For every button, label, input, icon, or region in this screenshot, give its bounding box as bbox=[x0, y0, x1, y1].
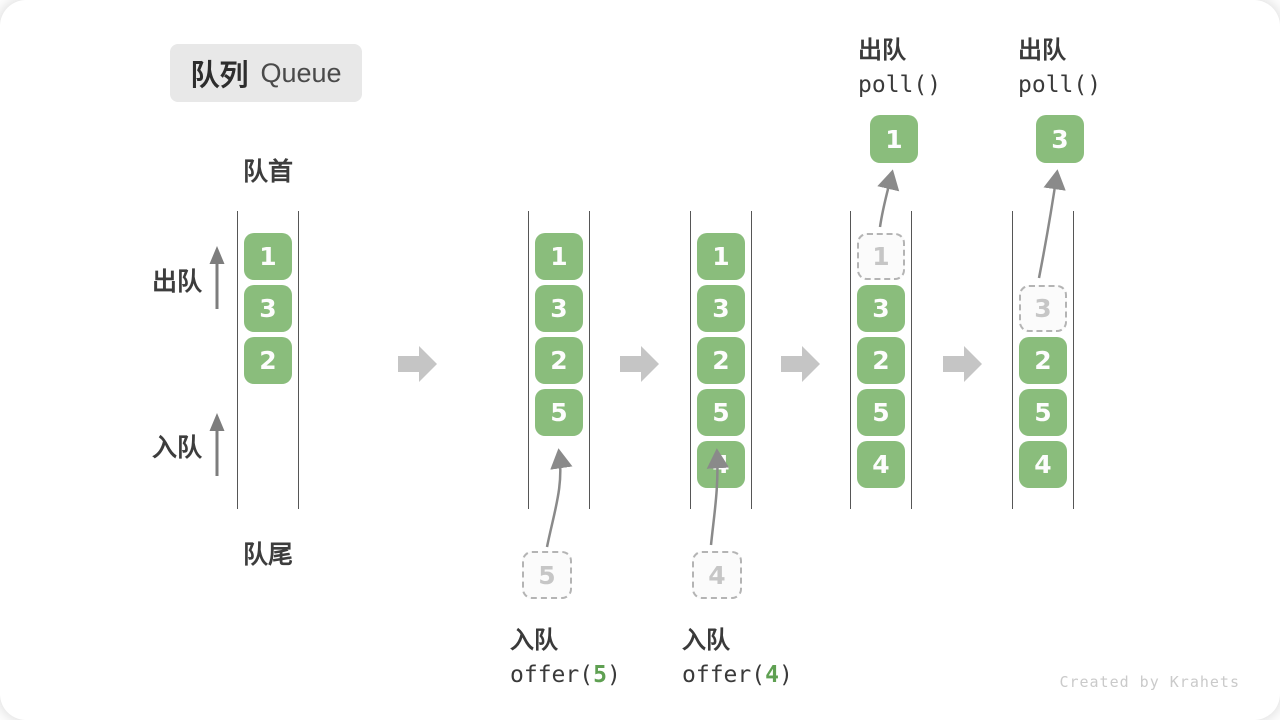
next-step-arrow-icon bbox=[620, 346, 659, 382]
next-step-arrow-icon bbox=[781, 346, 820, 382]
queue-item: 3 bbox=[857, 285, 905, 332]
operation-offer-label: 入队 offer(5) bbox=[510, 620, 621, 688]
enqueue-up-arrow-icon bbox=[209, 413, 225, 476]
queue-item: 3 bbox=[244, 285, 292, 332]
queue-state-5: 3 2 5 4 bbox=[1012, 211, 1074, 509]
label-enqueue-side: 入队 bbox=[152, 434, 203, 462]
incoming-item-ghost: 5 bbox=[522, 551, 572, 599]
queue-item: 2 bbox=[244, 337, 292, 384]
operation-name: 入队 bbox=[510, 627, 558, 654]
queue-item-removed: 3 bbox=[1019, 285, 1067, 332]
operation-code: offer(4) bbox=[682, 662, 793, 688]
queue-item: 1 bbox=[535, 233, 583, 280]
queue-item: 3 bbox=[535, 285, 583, 332]
operation-name: 入队 bbox=[682, 627, 730, 654]
queue-item: 5 bbox=[535, 389, 583, 436]
operation-code: poll() bbox=[858, 72, 942, 98]
operation-arg: 5 bbox=[593, 662, 607, 688]
credit-text: Created by Krahets bbox=[1059, 673, 1240, 691]
popped-item: 1 bbox=[870, 115, 918, 163]
queue-item: 4 bbox=[697, 441, 745, 488]
queue-item: 1 bbox=[244, 233, 292, 280]
queue-item: 4 bbox=[857, 441, 905, 488]
queue-state-3: 1 3 2 5 4 bbox=[690, 211, 752, 509]
queue-state-1: 1 3 2 bbox=[237, 211, 299, 509]
queue-item: 2 bbox=[1019, 337, 1067, 384]
operation-poll-label: 出队 poll() bbox=[858, 30, 941, 98]
label-queue-front: 队首 bbox=[243, 158, 294, 186]
queue-item: 5 bbox=[697, 389, 745, 436]
queue-item: 2 bbox=[535, 337, 583, 384]
title-en: Queue bbox=[260, 57, 342, 88]
queue-item: 5 bbox=[857, 389, 905, 436]
operation-name: 出队 bbox=[858, 37, 906, 64]
operation-name: 出队 bbox=[1018, 37, 1066, 64]
dequeue-up-arrow-icon bbox=[209, 246, 225, 309]
queue-item: 5 bbox=[1019, 389, 1067, 436]
queue-item-removed: 1 bbox=[857, 233, 905, 280]
title-badge: 队列 Queue bbox=[170, 44, 362, 102]
operation-offer-label: 入队 offer(4) bbox=[682, 620, 793, 688]
popped-item: 3 bbox=[1036, 115, 1084, 163]
label-dequeue-side: 出队 bbox=[152, 268, 203, 296]
queue-state-4: 1 3 2 5 4 bbox=[850, 211, 912, 509]
next-step-arrow-icon bbox=[398, 346, 437, 382]
next-step-arrow-icon bbox=[943, 346, 982, 382]
incoming-item-ghost: 4 bbox=[692, 551, 742, 599]
queue-item: 4 bbox=[1019, 441, 1067, 488]
queue-item: 1 bbox=[697, 233, 745, 280]
operation-code: poll() bbox=[1018, 72, 1102, 98]
operation-poll-label: 出队 poll() bbox=[1018, 30, 1101, 98]
operation-code: offer(5) bbox=[510, 662, 621, 688]
queue-item: 2 bbox=[697, 337, 745, 384]
queue-item: 2 bbox=[857, 337, 905, 384]
operation-arg: 4 bbox=[765, 662, 779, 688]
title-zh: 队列 bbox=[190, 60, 249, 92]
queue-state-2: 1 3 2 5 bbox=[528, 211, 590, 509]
queue-item: 3 bbox=[697, 285, 745, 332]
label-queue-rear: 队尾 bbox=[243, 541, 294, 569]
